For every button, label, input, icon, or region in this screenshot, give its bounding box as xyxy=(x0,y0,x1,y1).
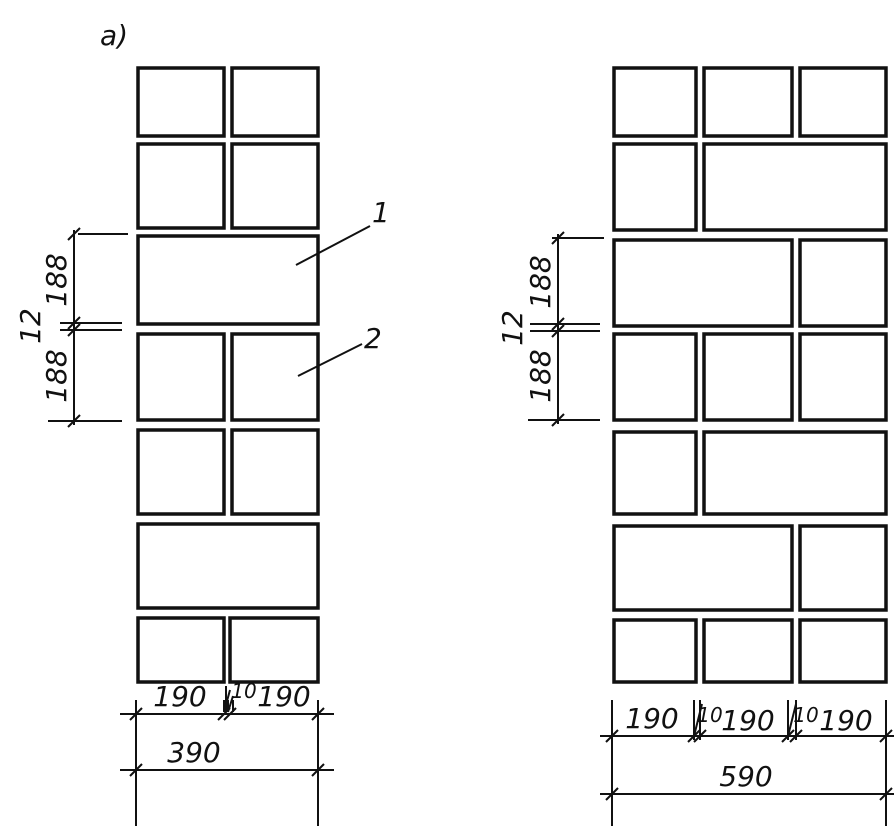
right-horizontal-dimensions: 190 10 190 10 190 590 xyxy=(600,700,894,826)
dim-total: 590 xyxy=(719,760,772,793)
callout-2: 2 xyxy=(364,322,382,355)
block xyxy=(230,332,320,422)
block xyxy=(612,66,698,138)
dim-w1: 190 xyxy=(625,702,678,735)
block xyxy=(702,332,794,422)
dim-w3: 190 xyxy=(819,704,872,737)
block xyxy=(798,618,888,684)
left-vertical-dimensions: 188 12 188 xyxy=(14,227,128,428)
block xyxy=(230,66,320,138)
block xyxy=(136,66,226,138)
block xyxy=(798,332,888,422)
callout-leader-2 xyxy=(297,343,363,377)
tick xyxy=(67,227,81,241)
block xyxy=(230,142,320,230)
tick xyxy=(693,729,707,743)
tick xyxy=(129,707,143,721)
tick xyxy=(687,729,701,743)
tick xyxy=(217,707,231,721)
dim-w2: 190 xyxy=(721,704,774,737)
tick xyxy=(789,729,803,743)
block xyxy=(798,66,888,138)
tick xyxy=(551,324,565,338)
tick xyxy=(551,317,565,331)
callout-1: 1 xyxy=(372,196,390,229)
block xyxy=(136,142,226,230)
block xyxy=(230,428,320,516)
dim-gap: 10 xyxy=(231,679,256,703)
tick xyxy=(67,414,81,428)
block xyxy=(136,332,226,422)
left-horizontal-dimensions: 190 10 190 390 xyxy=(120,679,334,826)
tick xyxy=(129,763,143,777)
right-wall xyxy=(612,66,888,684)
block xyxy=(136,616,226,684)
tick xyxy=(551,231,565,245)
dim-total: 390 xyxy=(167,736,220,769)
block xyxy=(612,332,698,422)
full-block xyxy=(612,524,794,612)
tick xyxy=(223,707,237,721)
block xyxy=(136,428,226,516)
gap-leader xyxy=(223,689,231,713)
block xyxy=(612,430,698,516)
dim-gap2: 10 xyxy=(793,703,818,727)
left-wall xyxy=(136,66,320,684)
dim-h-bottom: 188 xyxy=(40,349,73,402)
tick xyxy=(605,787,619,801)
right-vertical-dimensions: 188 12 188 xyxy=(496,231,604,427)
dim-h-top: 188 xyxy=(524,255,557,308)
block xyxy=(798,238,888,328)
block xyxy=(612,142,698,232)
tick xyxy=(605,729,619,743)
tick xyxy=(551,413,565,427)
dim-w1: 190 xyxy=(153,680,206,713)
callout-leader-1 xyxy=(295,225,371,266)
full-block xyxy=(702,142,888,232)
dim-joint: 12 xyxy=(14,308,47,344)
gap-leader xyxy=(787,703,797,737)
block xyxy=(702,66,794,138)
dim-joint: 12 xyxy=(496,310,529,346)
block xyxy=(228,616,320,684)
figure-label: a) xyxy=(100,19,128,52)
dim-h-top: 188 xyxy=(40,253,73,306)
block xyxy=(702,618,794,684)
tick xyxy=(879,787,893,801)
gap-leader xyxy=(693,703,703,737)
dim-h-bottom: 188 xyxy=(524,349,557,402)
block xyxy=(798,524,888,612)
full-block xyxy=(612,238,794,328)
full-block xyxy=(136,234,320,326)
tick xyxy=(311,763,325,777)
tick xyxy=(311,707,325,721)
full-block xyxy=(136,522,320,610)
tick xyxy=(67,323,81,337)
tick xyxy=(67,316,81,330)
tick xyxy=(879,729,893,743)
dim-gap1: 10 xyxy=(697,703,722,727)
full-block xyxy=(702,430,888,516)
dim-w2: 190 xyxy=(257,680,310,713)
tick xyxy=(781,729,795,743)
block xyxy=(612,618,698,684)
